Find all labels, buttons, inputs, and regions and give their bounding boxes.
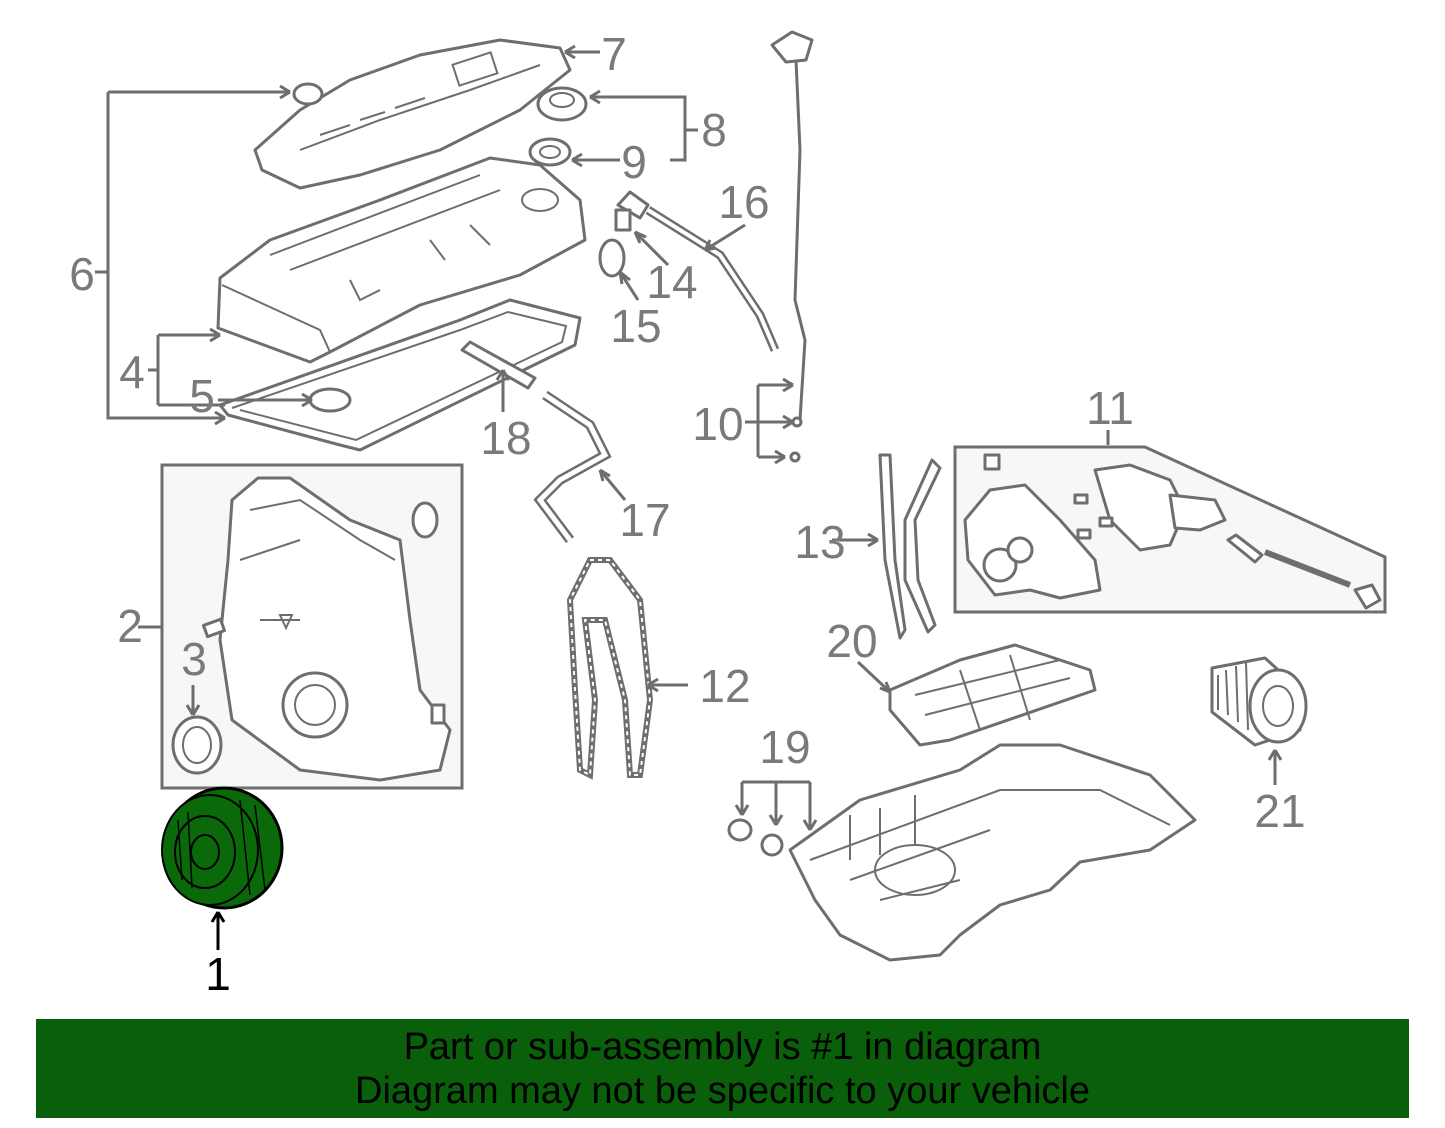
callout-20: 20: [826, 615, 877, 667]
breather-hose-part[interactable]: [645, 206, 780, 352]
front-oil-seal-part[interactable]: [171, 715, 223, 775]
callout-14: 14: [646, 256, 697, 308]
callout-3: 3: [181, 633, 207, 685]
engine-cover-part[interactable]: [253, 38, 572, 190]
oil-filler-cap-part[interactable]: [536, 86, 588, 122]
callout-labels: 1 2 3 4 5 6 7 8 9 10 11 12 13 14 15 16 1…: [69, 28, 1305, 1000]
oil-filter-part[interactable]: [1210, 656, 1308, 747]
callout-4: 4: [119, 346, 145, 398]
callout-1: 1: [205, 948, 231, 1000]
parts-diagram: 1 2 3 4 5 6 7 8 9 10 11 12 13 14 15 16 1…: [69, 28, 1387, 1000]
timing-chain-part[interactable]: [566, 557, 654, 780]
callout-7: 7: [601, 28, 627, 80]
callout-15: 15: [610, 300, 661, 352]
callout-19: 19: [759, 721, 810, 773]
dipstick-part[interactable]: [770, 30, 814, 463]
info-banner: Part or sub-assembly is #1 in diagram Di…: [36, 1019, 1409, 1118]
banner-line-part-number: Part or sub-assembly is #1 in diagram: [403, 1025, 1042, 1068]
callout-17: 17: [619, 494, 670, 546]
callout-11: 11: [1086, 382, 1134, 434]
callout-16: 16: [718, 176, 769, 228]
crankshaft-pulley-part[interactable]: [161, 786, 284, 910]
callout-2: 2: [117, 600, 143, 652]
pcv-grommet-part[interactable]: [598, 238, 626, 278]
pcv-hose-part[interactable]: [533, 390, 612, 543]
pcv-valve-part[interactable]: [614, 190, 650, 232]
callout-9: 9: [621, 136, 647, 188]
leader-lines: [95, 44, 1283, 950]
callout-18: 18: [480, 412, 531, 464]
oil-pan-baffle-part[interactable]: [888, 643, 1097, 747]
callout-8: 8: [701, 104, 727, 156]
callout-5: 5: [189, 370, 215, 422]
callout-21: 21: [1254, 785, 1305, 837]
valve-cover-part[interactable]: [216, 156, 587, 364]
callout-10: 10: [692, 398, 743, 450]
chain-guide-part[interactable]: [878, 453, 942, 640]
callout-6: 6: [69, 248, 95, 300]
callout-12: 12: [699, 660, 750, 712]
oil-pan-part[interactable]: [727, 743, 1197, 962]
oil-pump-assembly-part[interactable]: [953, 445, 1387, 614]
callout-13: 13: [794, 516, 845, 568]
banner-line-disclaimer: Diagram may not be specific to your vehi…: [355, 1069, 1090, 1112]
grommet-part[interactable]: [292, 82, 324, 106]
cap-seal-part[interactable]: [528, 137, 572, 167]
